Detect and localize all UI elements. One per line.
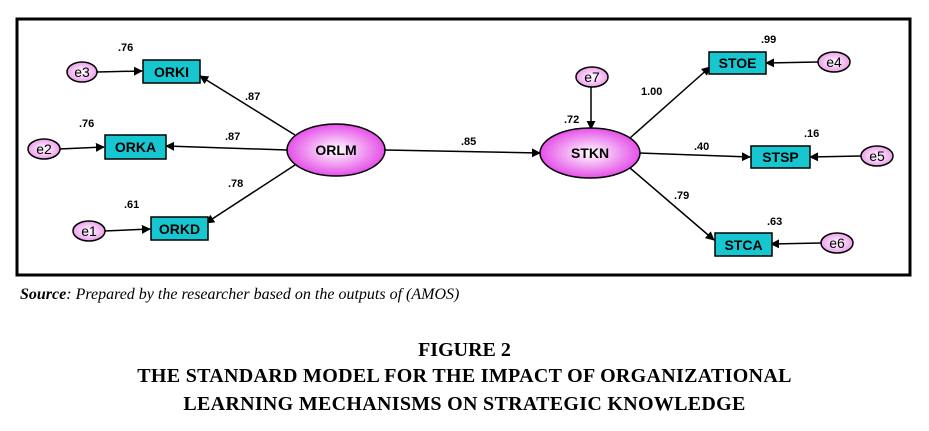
path-orlm-orka <box>165 141 288 151</box>
error-e2: e2 <box>27 138 61 160</box>
observed-stoe-label: STOE <box>719 55 757 71</box>
coef-orlm-orka: .87 <box>225 131 240 143</box>
latent-stkn-label: STKN <box>571 145 609 161</box>
observed-orki-label: ORKI <box>154 64 189 80</box>
r2-stsp: .16 <box>804 128 819 140</box>
observed-stca: STCA <box>714 232 773 257</box>
path-e5-stsp <box>809 152 862 162</box>
error-e6: e6 <box>820 232 854 254</box>
r2-stca: .63 <box>767 216 782 228</box>
coef-stkn-stca: .79 <box>674 190 689 202</box>
observed-orki: ORKI <box>142 59 201 84</box>
observed-stsp: STSP <box>750 145 811 169</box>
coef-orlm-stkn: .85 <box>461 136 476 148</box>
latent-stkn: STKN <box>539 127 641 179</box>
source-text: : Prepared by the researcher based on th… <box>66 286 460 303</box>
error-e7-label: e7 <box>584 69 600 85</box>
r2-orka: .76 <box>79 118 94 130</box>
error-e3: e3 <box>66 61 98 83</box>
figure-number: FIGURE 2 <box>418 339 511 361</box>
error-e4: e4 <box>817 51 851 73</box>
error-e7: e7 <box>575 66 609 88</box>
r2-orkd: .61 <box>124 199 139 211</box>
r2-stoe: .99 <box>761 34 776 46</box>
observed-stca-label: STCA <box>724 237 762 253</box>
r2-stkn: .72 <box>564 114 579 126</box>
path-e1-orkd <box>103 224 151 234</box>
observed-orka-label: ORKA <box>115 139 156 155</box>
path-stkn-stoe <box>629 66 711 139</box>
figure-title-line-2: LEARNING MECHANISMS ON STRATEGIC KNOWLED… <box>183 393 746 415</box>
error-e1: e1 <box>72 220 106 242</box>
error-e6-label: e6 <box>829 235 845 251</box>
error-e3-label: e3 <box>74 64 90 80</box>
r2-orki: .76 <box>118 42 133 54</box>
figure-title-line-1: THE STANDARD MODEL FOR THE IMPACT OF ORG… <box>137 365 792 387</box>
path-e2-orka <box>58 142 105 152</box>
coef-stkn-stoe: 1.00 <box>641 86 662 98</box>
observed-orkd-label: ORKD <box>159 221 200 237</box>
observed-stsp-label: STSP <box>762 149 799 165</box>
coef-stkn-stsp: .40 <box>694 141 709 153</box>
error-e5: e5 <box>860 145 894 167</box>
source-note: Source: Prepared by the researcher based… <box>20 286 459 304</box>
error-e5-label: e5 <box>869 148 885 164</box>
source-label: Source <box>20 286 67 303</box>
path-e4-stoe <box>765 58 819 68</box>
diagram-frame <box>15 17 912 277</box>
observed-orkd: ORKD <box>150 216 209 241</box>
path-stkn-stca <box>629 167 715 241</box>
error-e1-label: e1 <box>81 223 97 239</box>
latent-orlm-label: ORLM <box>315 142 356 158</box>
error-e4-label: e4 <box>826 54 842 70</box>
path-orlm-orkd <box>205 164 296 224</box>
path-e6-stca <box>770 239 822 249</box>
sem-diagram: ORLM STKN ORKI ORKA ORKD STOE STSP STCA … <box>15 17 912 277</box>
error-e2-label: e2 <box>36 141 52 157</box>
latent-orlm: ORLM <box>286 123 386 177</box>
coef-orlm-orkd: .78 <box>228 178 243 190</box>
coef-orlm-orki: .87 <box>245 91 260 103</box>
observed-stoe: STOE <box>708 51 767 75</box>
path-orlm-stkn <box>384 148 541 158</box>
path-e3-orki <box>96 66 143 76</box>
path-stkn-stsp <box>638 152 751 162</box>
path-orlm-orki <box>199 75 296 136</box>
observed-orka: ORKA <box>104 134 167 160</box>
